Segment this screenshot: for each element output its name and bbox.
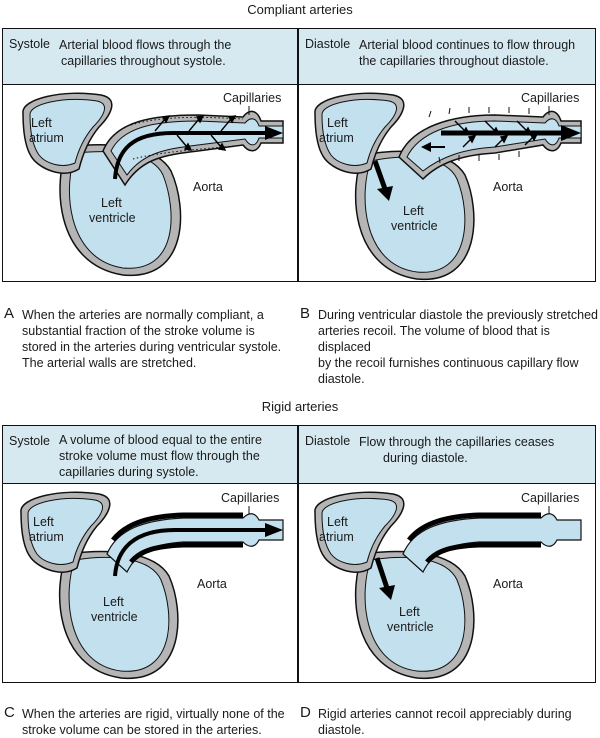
left-atrium-chamber: [29, 98, 106, 166]
rigid-wall-bottom: [129, 542, 243, 564]
rigid-wall-bottom: [425, 542, 541, 564]
section-title-compliant: Compliant arteries: [247, 2, 353, 17]
header-line: Arterial blood continues to flow through: [359, 38, 576, 52]
header-line: Arterial blood flows through the: [59, 38, 232, 52]
flow-arrowhead: [265, 126, 283, 140]
panel-header: Systole A volume of blood equal to the e…: [3, 426, 297, 484]
header-line: the capillaries throughout diastole.: [359, 54, 549, 68]
flow-arrowhead: [561, 125, 581, 141]
left-atrium-chamber: [27, 497, 104, 565]
atrium-label: Left: [327, 515, 348, 529]
ventricle-label: ventricle: [391, 219, 438, 233]
heart-aorta-diagram: Left atrium Left ventricle Aorta Capilla…: [22, 91, 284, 276]
caption-line: When the arteries are rigid, virtually n…: [22, 707, 285, 721]
heart-aorta-diagram: Left atrium Left ventricle Aorta Capilla…: [20, 491, 284, 679]
header-text: Arterial blood continues to flow through…: [359, 37, 575, 69]
panel-header: Diastole Flow through the capillaries ce…: [299, 426, 595, 484]
rigid-wall-top: [407, 512, 541, 542]
caption-line: diastole.: [318, 372, 365, 386]
caption-letter: A: [4, 305, 15, 322]
panel-compliant-diastole: Diastole Arterial blood continues to flo…: [298, 28, 596, 282]
left-atrium-chamber: [321, 497, 398, 565]
panel-header: Diastole Arterial blood continues to flo…: [299, 29, 595, 85]
flow-arrowhead: [377, 186, 393, 201]
caption-letter: C: [4, 704, 15, 721]
header-line: A volume of blood equal to the entire: [59, 433, 262, 447]
aorta-label: Aorta: [193, 180, 223, 194]
capillaries-label: Capillaries: [521, 91, 579, 105]
flow-arrowhead: [379, 585, 395, 600]
caption-line: diastole.: [318, 723, 365, 737]
ventricle-label: ventricle: [91, 610, 138, 624]
panel-rigid-diastole: Diastole Flow through the capillaries ce…: [298, 425, 596, 683]
caption-text: When the arteries are rigid, virtually n…: [22, 706, 285, 738]
caption-text: Rigid arteries cannot recoil appreciably…: [318, 706, 572, 738]
caption-letter: B: [300, 305, 311, 322]
wall-recoil-arrows: [454, 120, 539, 148]
capillaries-label: Capillaries: [521, 491, 579, 505]
caption-text: During ventricular diastole the previous…: [318, 307, 600, 387]
flow-arrowhead: [265, 523, 283, 537]
aorta-label: Aorta: [493, 577, 523, 591]
atrium-label: Left: [31, 116, 52, 130]
caption-line: When the arteries are normally compliant…: [22, 308, 264, 322]
atrium-label: atrium: [319, 530, 354, 544]
ventricle-label: Left: [403, 204, 424, 218]
caption-line: The arterial walls are stretched.: [22, 356, 197, 370]
flow-arrow-main: [113, 528, 265, 577]
flow-arrow-ventricle: [374, 557, 390, 589]
header-line: stroke volume must flow through the: [59, 449, 260, 463]
phase-label: Diastole: [305, 37, 351, 51]
atrium-label: atrium: [29, 530, 64, 544]
flow-arrow-ventricle: [372, 160, 388, 190]
atrium-label: atrium: [29, 131, 64, 145]
panel-rigid-systole: Systole A volume of blood equal to the e…: [2, 425, 298, 683]
section-title-rigid: Rigid arteries: [261, 399, 339, 414]
aorta-label: Aorta: [493, 180, 523, 194]
caption-text: When the arteries are normally compliant…: [22, 307, 281, 371]
atrium-label: atrium: [319, 131, 354, 145]
left-atrium-chamber: [321, 98, 398, 166]
phase-label: Systole: [9, 434, 50, 448]
header-line: during diastole.: [383, 451, 468, 465]
caption-line: arteries recoil. The volume of blood tha…: [318, 324, 550, 354]
header-text: A volume of blood equal to the entire st…: [59, 432, 262, 480]
panel-header: Systole Arterial blood flows through the…: [3, 29, 297, 85]
wall-stretch-arrows: [154, 115, 237, 151]
rigid-wall-top: [111, 512, 243, 542]
header-text: Flow through the capillaries ceases duri…: [359, 434, 554, 466]
heart-aorta-diagram: Left atrium Left ventricle Aorta Capilla…: [314, 491, 582, 679]
ventricle-label: Left: [103, 595, 124, 609]
caption-line: stroke volume can be stored in the arter…: [22, 723, 262, 737]
capillaries-label: Capillaries: [223, 91, 281, 105]
ventricle-label: ventricle: [89, 211, 136, 225]
capillaries-label: Capillaries: [221, 491, 279, 505]
caption-line: substantial fraction of the stroke volum…: [22, 324, 255, 338]
header-line: capillaries throughout systole.: [61, 54, 226, 68]
recoil-marks: [428, 107, 530, 164]
caption-line: During ventricular diastole the previous…: [318, 308, 598, 322]
aorta-label: Aorta: [197, 577, 227, 591]
atrium-label: Left: [327, 116, 348, 130]
atrium-label: Left: [33, 515, 54, 529]
caption-letter: D: [300, 704, 311, 721]
phase-label: Diastole: [305, 434, 351, 448]
header-line: capillaries during systole.: [59, 465, 199, 479]
flow-arrow-main: [113, 131, 265, 180]
ventricle-label: Left: [399, 605, 420, 619]
header-text: Arterial blood flows through the capilla…: [59, 37, 231, 69]
header-line: Flow through the capillaries ceases: [359, 435, 555, 449]
ventricle-label: ventricle: [387, 620, 434, 634]
caption-line: stored in the arteries during ventricula…: [22, 340, 282, 354]
ventricle-label: Left: [101, 196, 122, 210]
panel-compliant-systole: Systole Arterial blood flows through the…: [2, 28, 298, 282]
caption-line: Rigid arteries cannot recoil appreciably…: [318, 707, 572, 721]
heart-aorta-diagram: Left atrium Left ventricle Aorta Capilla…: [314, 91, 582, 280]
caption-line: by the recoil furnishes continuous capil…: [318, 356, 579, 370]
phase-label: Systole: [9, 37, 50, 51]
